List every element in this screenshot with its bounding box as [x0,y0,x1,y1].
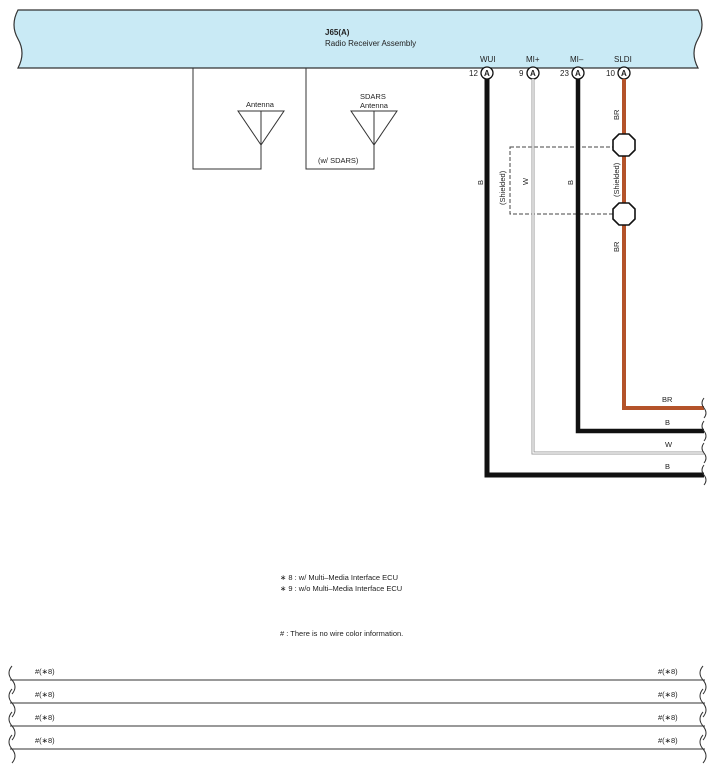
connector-letter: A [575,69,581,78]
wire-color-mi-minus: B [566,180,575,185]
pin-number-wui: 12 [469,69,478,78]
pin-label-miplus: MI+ [526,55,540,64]
sdars-label: SDARS [360,92,386,101]
note-line-1: ∗ 8 : w/ Multi–Media Interface ECU [280,573,398,582]
right-label-mi-minus: B [665,418,670,427]
shield-splice-top [612,133,636,157]
pin-label-miminus: MI– [570,55,584,64]
antenna-circuit [192,68,285,170]
right-label-wui: B [665,462,670,471]
pin-number-miplus: 9 [519,69,524,78]
component-name: Radio Receiver Assembly [325,39,416,48]
footnote: # : There is no wire color information. [280,629,403,638]
sdars-condition: (w/ SDARS) [318,156,359,165]
wire-color-mi-plus: W [521,177,530,185]
connector-letter: A [530,69,536,78]
bottom-row-2-left: #(∗8) [35,690,55,699]
pin-label-wui: WUI [480,55,496,64]
wire-color-sldi-top: BR [612,109,621,120]
shield-label-right: (Shielded) [612,162,621,197]
right-label-mi-plus: W [665,440,673,449]
sdars-antenna-label: Antenna [360,101,389,110]
wire-wui [484,79,704,478]
note-line-2: ∗ 9 : w/o Multi–Media Interface ECU [280,584,402,593]
pin-label-sldi: SLDI [614,55,632,64]
bottom-row-2-right: #(∗8) [658,690,678,699]
sdars-antenna-circuit [305,68,398,170]
pin-number-sldi: 10 [606,69,615,78]
wire-break-marks [701,397,707,486]
bottom-row-4-left: #(∗8) [35,736,55,745]
bottom-row-4-right: #(∗8) [658,736,678,745]
bottom-rows [8,665,707,764]
connector-miminus: A [571,66,585,80]
wire-mi-plus-core [532,79,704,454]
connector-miplus: A [526,66,540,80]
shield-label-left: (Shielded) [498,170,507,205]
connector-letter: A [484,69,490,78]
wire-color-wui: B [476,180,485,185]
connector-sldi: A [617,66,631,80]
wire-mi-minus [575,79,704,434]
bottom-row-1-right: #(∗8) [658,667,678,676]
connector-wui: A [480,66,494,80]
wire-sldi [622,79,704,410]
component-id: J65(A) [325,28,350,37]
component-body [13,9,703,69]
bottom-row-1-left: #(∗8) [35,667,55,676]
wire-color-sldi-bottom: BR [612,241,621,252]
antenna-label: Antenna [246,100,275,109]
bottom-row-3-left: #(∗8) [35,713,55,722]
right-label-sldi: BR [662,395,673,404]
shield-splice-bottom [612,202,636,226]
pin-number-miminus: 23 [560,69,569,78]
bottom-row-3-right: #(∗8) [658,713,678,722]
connector-letter: A [621,69,627,78]
